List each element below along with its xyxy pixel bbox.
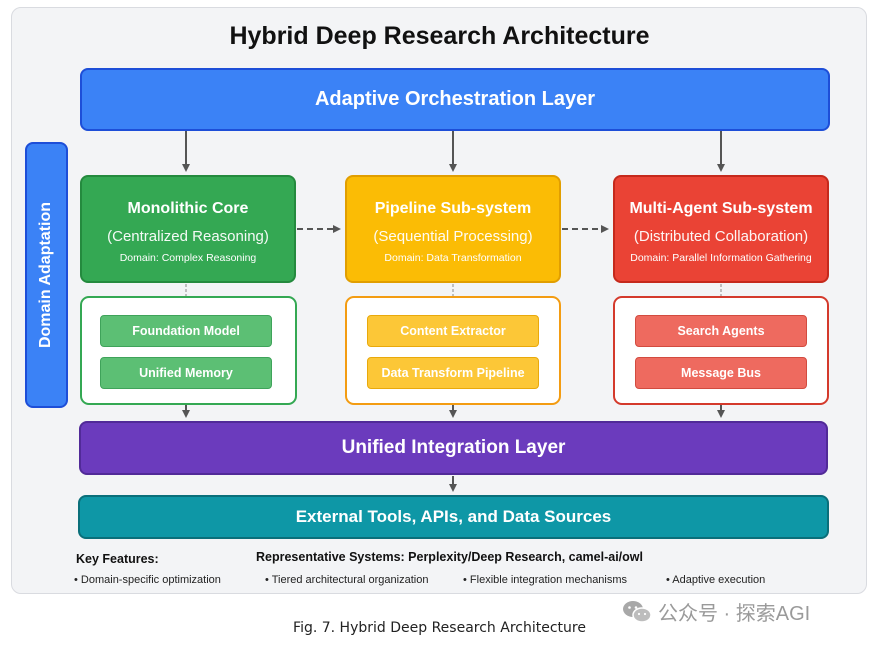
feature-bullet-2: • Tiered architectural organization [265,574,429,586]
watermark: 公众号 · 探索AGI [622,597,810,626]
orchestration-layer: Adaptive Orchestration Layer [80,68,830,131]
representative-systems: Representative Systems: Perplexity/Deep … [256,550,643,564]
domain-adaptation-bar: Domain Adaptation [25,142,68,408]
multiagent-subsystem-subtitle: (Distributed Collaboration) [633,228,809,245]
component-data-transform-pipeline: Data Transform Pipeline [367,357,539,389]
wechat-icon [622,599,652,625]
watermark-text: 公众号 · 探索AGI [658,603,811,625]
feature-bullet-4: • Adaptive execution [666,574,766,586]
pipeline-subsystem-title: Pipeline Sub-system [374,200,532,217]
key-features-label: Key Features: [76,552,159,566]
component-search-agents: Search Agents [635,315,807,347]
integration-layer: Unified Integration Layer [79,421,828,475]
monolithic-core-subtitle: (Centralized Reasoning) [107,228,269,245]
monolithic-core-domain: Domain: Complex Reasoning [119,252,257,264]
feature-bullet-3: • Flexible integration mechanisms [463,574,628,586]
component-foundation-model: Foundation Model [100,315,272,347]
domain-adaptation-label: Domain Adaptation [37,201,55,349]
monolithic-core-title: Monolithic Core [127,200,249,217]
multiagent-subsystem-domain: Domain: Parallel Information Gathering [630,252,812,264]
pipeline-subsystem-subtitle: (Sequential Processing) [373,228,533,245]
multiagent-subsystem-box: Multi-Agent Sub-system (Distributed Coll… [613,175,829,283]
pipeline-subsystem-box: Pipeline Sub-system (Sequential Processi… [345,175,561,283]
component-unified-memory: Unified Memory [100,357,272,389]
component-message-bus: Message Bus [635,357,807,389]
feature-bullet-1: • Domain-specific optimization [74,574,221,586]
diagram-title: Hybrid Deep Research Architecture [229,22,650,50]
multiagent-subsystem-title: Multi-Agent Sub-system [629,200,813,217]
figure-caption: Fig. 7. Hybrid Deep Research Architectur… [293,620,586,636]
external-sources-layer: External Tools, APIs, and Data Sources [78,495,829,539]
monolithic-core-box: Monolithic Core (Centralized Reasoning) … [80,175,296,283]
pipeline-subsystem-domain: Domain: Data Transformation [384,252,522,264]
component-content-extractor: Content Extractor [367,315,539,347]
